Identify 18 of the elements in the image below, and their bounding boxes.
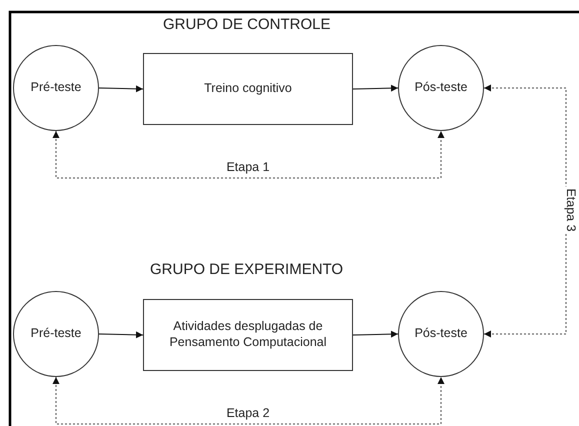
node-text: Pós-teste bbox=[414, 80, 468, 96]
process-box bbox=[143, 299, 353, 371]
arrow bbox=[484, 84, 566, 338]
edge-label: Etapa 3 bbox=[564, 186, 578, 234]
arrow bbox=[98, 331, 144, 338]
arrow bbox=[98, 85, 144, 92]
node-text: Atividades desplugadas de Pensamento Computacional bbox=[168, 319, 328, 351]
arrow bbox=[52, 130, 444, 178]
node-text: Treino cognitivo bbox=[203, 81, 293, 97]
node-text: Pós-teste bbox=[414, 326, 468, 342]
arrow bbox=[52, 376, 444, 424]
node-text: Pré-teste bbox=[30, 326, 82, 342]
arrow bbox=[352, 330, 398, 338]
arrow bbox=[352, 84, 398, 92]
process-box bbox=[143, 53, 353, 125]
group-title: GRUPO DE EXPERIMENTO bbox=[150, 261, 344, 278]
node-text: Pré-teste bbox=[30, 80, 82, 96]
group-title: GRUPO DE CONTROLE bbox=[163, 16, 331, 33]
